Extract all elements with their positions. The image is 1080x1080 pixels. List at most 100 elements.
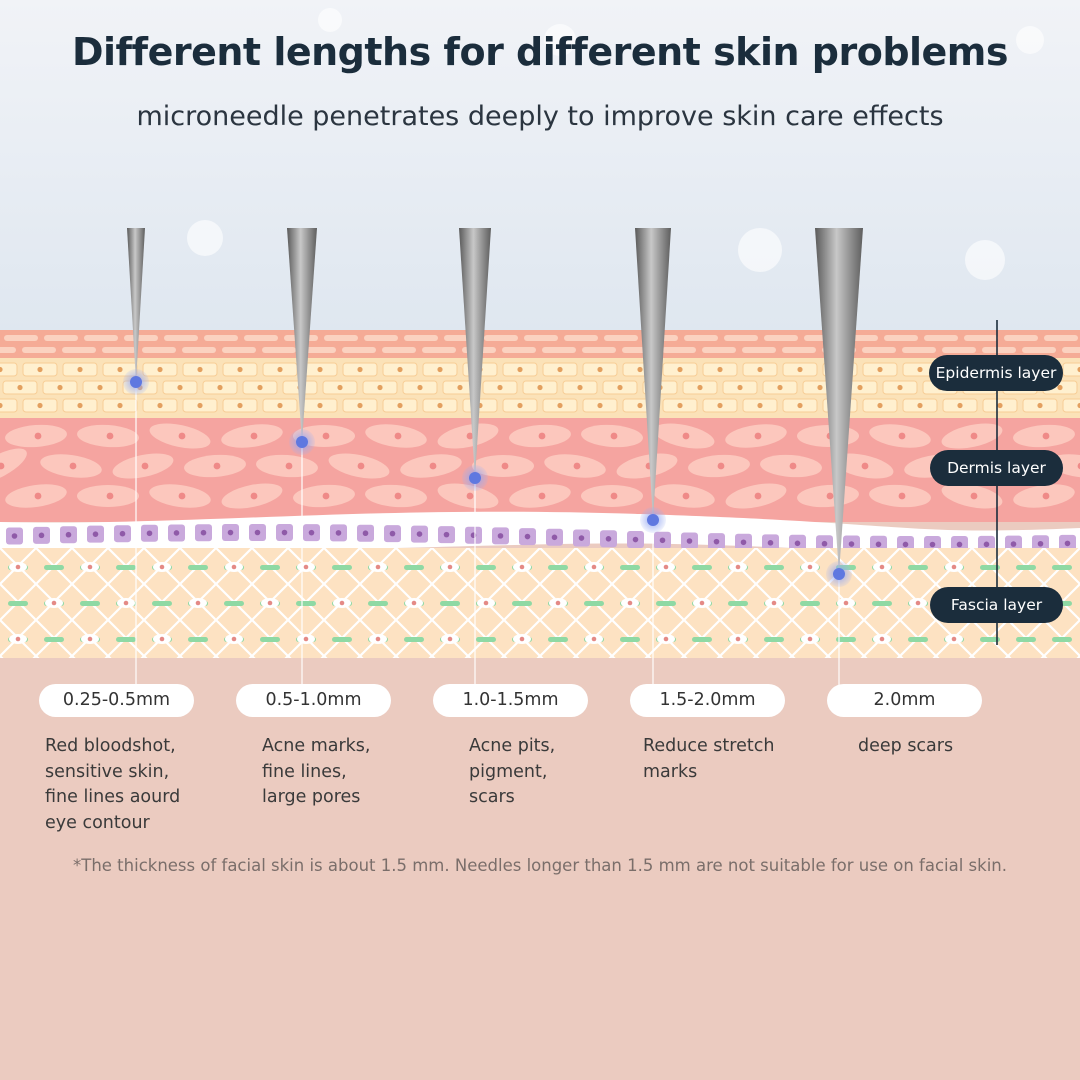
- cell-nucleus: [1037, 540, 1044, 547]
- fascia-fiber: [80, 601, 100, 606]
- cell-nucleus: [231, 636, 237, 642]
- cell-nucleus: [157, 366, 163, 373]
- epidermis-cell: [1062, 347, 1080, 353]
- cell-nucleus: [429, 462, 437, 470]
- epidermis-cell: [142, 347, 176, 353]
- cell-nucleus: [754, 432, 762, 440]
- cell-nucleus: [591, 636, 597, 642]
- cell-nucleus: [117, 366, 123, 373]
- cell-nucleus: [178, 492, 186, 500]
- epidermis-cell: [604, 335, 638, 341]
- epidermis-cell: [102, 347, 136, 353]
- cell-nucleus: [735, 636, 741, 642]
- cell-nucleus: [38, 532, 45, 539]
- cell-nucleus: [417, 384, 423, 391]
- cell-nucleus: [794, 540, 801, 547]
- epidermis-cell: [742, 347, 776, 353]
- cell-nucleus: [65, 531, 72, 538]
- epidermis-cell: [0, 347, 16, 353]
- cell-nucleus: [617, 384, 623, 391]
- cell-nucleus: [497, 533, 504, 539]
- cell-nucleus: [447, 636, 453, 642]
- cell-nucleus: [303, 564, 309, 570]
- cell-nucleus: [267, 600, 273, 606]
- epidermis-cell: [342, 347, 376, 353]
- cell-nucleus: [771, 600, 777, 606]
- fascia-cells: [8, 562, 1072, 644]
- microneedle: [815, 228, 863, 574]
- fascia-fiber: [620, 637, 640, 642]
- cell-nucleus: [757, 366, 763, 373]
- needles: [123, 228, 863, 686]
- cell-nucleus: [573, 462, 581, 470]
- cell-nucleus: [466, 432, 474, 440]
- cell-nucleus: [34, 492, 42, 500]
- length-pill: 0.5-1.0mm: [236, 684, 391, 717]
- description-line: scars: [469, 787, 515, 807]
- cell-nucleus: [875, 541, 882, 548]
- cell-nucleus: [713, 538, 720, 545]
- cell-nucleus: [303, 636, 309, 642]
- cell-nucleus: [281, 529, 288, 536]
- cell-nucleus: [447, 564, 453, 570]
- cell-nucleus: [357, 462, 365, 470]
- cell-nucleus: [146, 530, 153, 537]
- cell-nucleus: [237, 366, 243, 373]
- cell-nucleus: [375, 636, 381, 642]
- cell-nucleus: [257, 384, 263, 391]
- epidermis-cell: [84, 335, 118, 341]
- cell-nucleus: [902, 541, 909, 548]
- cell-nucleus: [517, 366, 523, 373]
- description-line: Acne marks,: [262, 736, 371, 756]
- cell-nucleus: [677, 366, 683, 373]
- cell-nucleus: [857, 384, 863, 391]
- cell-nucleus: [663, 636, 669, 642]
- fascia-fiber: [692, 637, 712, 642]
- fascia-fiber: [152, 601, 172, 606]
- epidermis-cell: [942, 347, 976, 353]
- page-subtitle: microneedle penetrates deeply to improve…: [136, 101, 944, 132]
- cell-nucleus: [1077, 366, 1080, 373]
- cell-nucleus: [807, 564, 813, 570]
- cell-nucleus: [740, 539, 747, 546]
- cell-nucleus: [117, 402, 123, 409]
- cell-nucleus: [956, 541, 963, 548]
- fascia-layer-tag: Fascia layer: [930, 587, 1063, 623]
- cell-nucleus: [597, 402, 603, 409]
- bokeh-lights: [187, 8, 1044, 280]
- fascia-fiber: [116, 637, 136, 642]
- cell-nucleus: [411, 600, 417, 606]
- cell-nucleus: [951, 636, 957, 642]
- cell-nucleus: [397, 366, 403, 373]
- cell-nucleus: [173, 530, 180, 536]
- cell-nucleus: [200, 529, 207, 536]
- cell-nucleus: [789, 462, 797, 470]
- length-pill: 0.25-0.5mm: [39, 684, 194, 717]
- epidermis-cell: [764, 335, 798, 341]
- fascia-fiber: [692, 565, 712, 570]
- cell-nucleus: [217, 384, 223, 391]
- epidermis-cell: [44, 335, 78, 341]
- cell-nucleus: [861, 462, 869, 470]
- penetration-dot: [833, 568, 845, 580]
- cell-nucleus: [457, 384, 463, 391]
- cell-nucleus: [1037, 402, 1043, 409]
- description-line: marks: [643, 761, 698, 782]
- cell-nucleus: [106, 492, 114, 500]
- cell-nucleus: [757, 402, 763, 409]
- fascia-fiber: [872, 601, 892, 606]
- length-pill: 1.0-1.5mm: [433, 684, 588, 717]
- cell-nucleus: [898, 492, 906, 500]
- fascia-fiber: [404, 637, 424, 642]
- epidermis-cell: [564, 335, 598, 341]
- penetration-dot: [130, 376, 142, 388]
- cell-nucleus: [437, 366, 443, 373]
- cell-nucleus: [277, 402, 283, 409]
- epidermis-cell: [484, 335, 518, 341]
- cell-nucleus: [317, 402, 323, 409]
- cell-nucleus: [195, 600, 201, 606]
- cell-nucleus: [337, 384, 343, 391]
- cell-nucleus: [524, 533, 531, 540]
